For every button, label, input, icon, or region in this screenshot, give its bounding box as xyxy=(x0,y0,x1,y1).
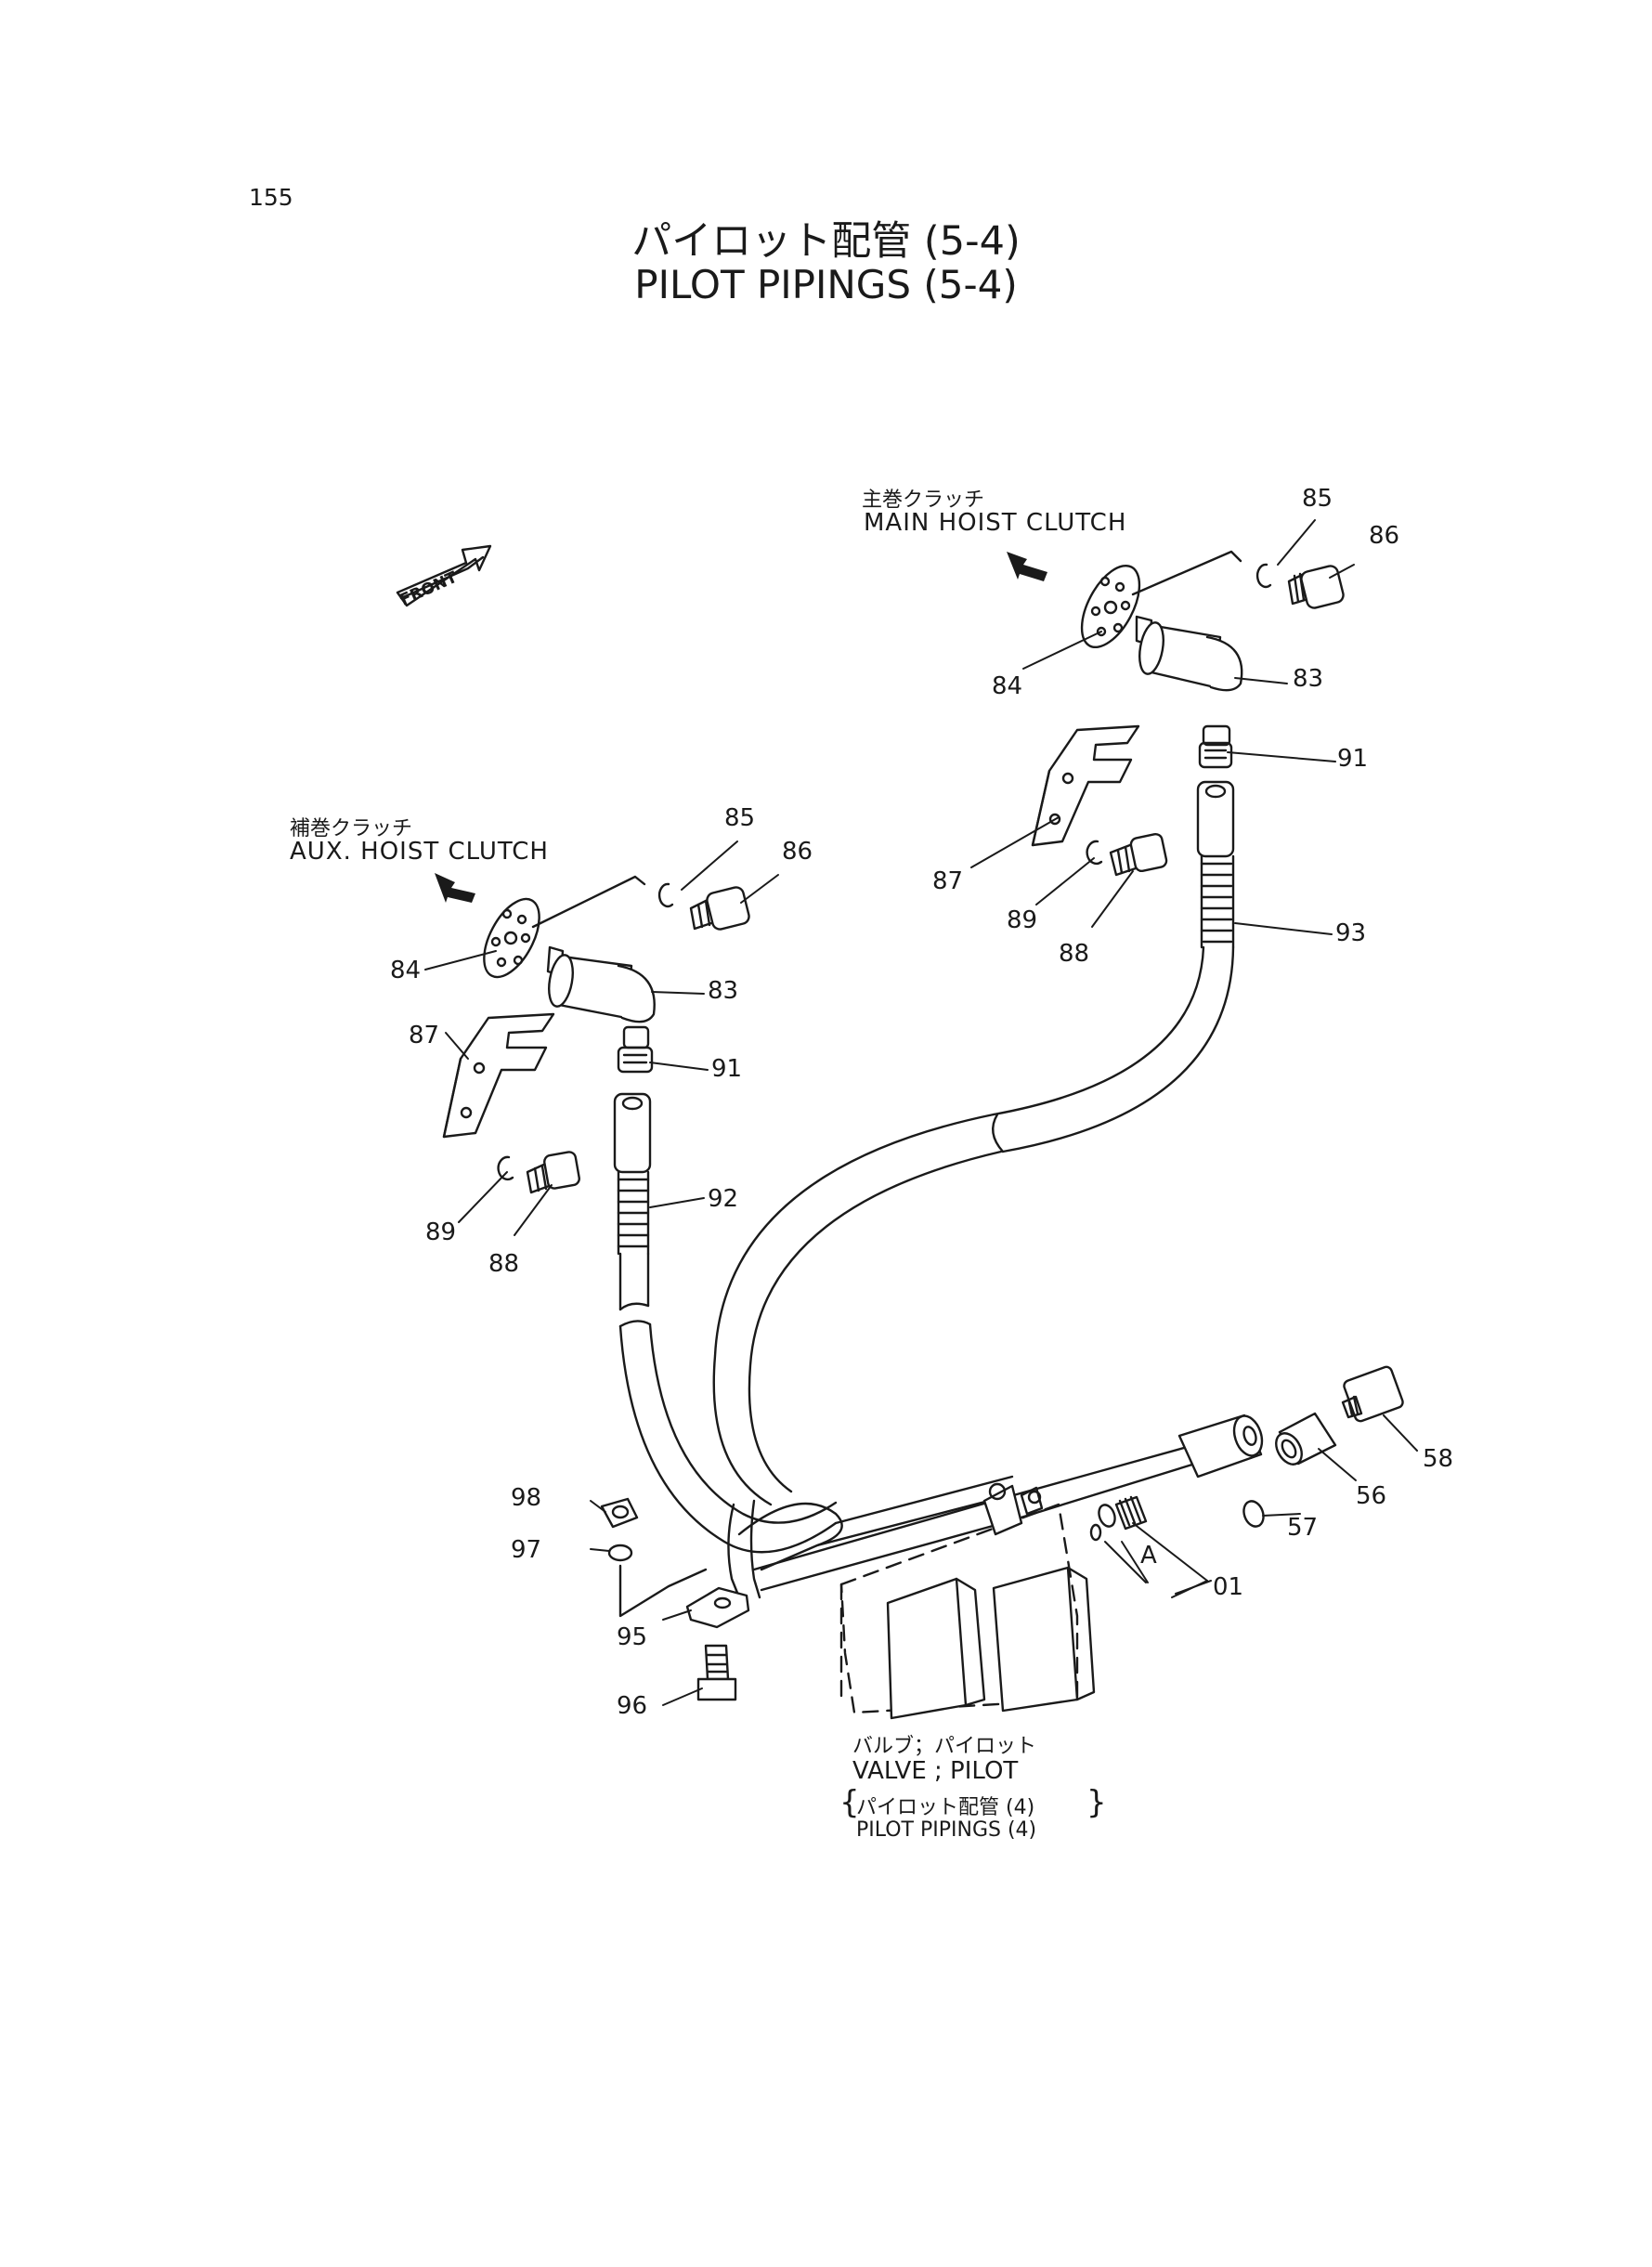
main-fitting-91 xyxy=(1198,724,1233,769)
main-hose-93-upper-b xyxy=(1001,945,1235,1153)
main-hose-93-upper xyxy=(992,945,1205,1116)
part-number-label: 56 xyxy=(1356,1482,1387,1510)
front-arrow-marker: FRONT xyxy=(396,544,492,610)
part-number-label: 58 xyxy=(1423,1445,1454,1473)
main-hoist-direction-arrow xyxy=(1007,552,1047,581)
part-number-label: 86 xyxy=(782,838,813,866)
main-bolt-88 xyxy=(1109,832,1168,877)
main-clip-85 xyxy=(1255,563,1272,589)
part-number-label: 87 xyxy=(932,867,964,895)
main-plate-84 xyxy=(1080,564,1141,649)
fastener-guide-line xyxy=(618,1564,708,1618)
aux-cylinder-83 xyxy=(546,945,656,1023)
page-number: 155 xyxy=(249,184,293,211)
ref-bracket-left: { xyxy=(839,1784,860,1821)
main-bolt-86 xyxy=(1287,565,1345,609)
part-number-label: 89 xyxy=(1007,906,1038,934)
aux-hose-92-upper xyxy=(618,1252,650,1311)
bolt-96 xyxy=(696,1644,737,1701)
aux-bolt-88 xyxy=(526,1151,580,1194)
part-number-label: 84 xyxy=(992,672,1023,700)
part-number-label: 92 xyxy=(708,1185,739,1213)
part-number-label: 95 xyxy=(617,1623,648,1651)
main-bracket-87 xyxy=(1031,724,1140,847)
part-number-label: 86 xyxy=(1369,522,1400,550)
adapter-01 xyxy=(1098,1495,1148,1531)
part-number-label: 84 xyxy=(390,957,422,984)
main-washer-89 xyxy=(1086,840,1103,866)
front-label: FRONT xyxy=(397,568,461,610)
valve-pilot-label-jp: バルブ；パイロット xyxy=(852,1735,1037,1758)
hose-end-coupler xyxy=(1177,1414,1264,1479)
pilot-valve-body xyxy=(839,1482,1096,1720)
aux-hoist-clutch-label-jp: 補巻クラッチ xyxy=(290,817,413,840)
part-number-label: 01 xyxy=(1213,1573,1244,1601)
mount-bracket-group xyxy=(600,1497,750,1701)
nut-98 xyxy=(600,1497,639,1529)
valve-ref-label-en: PILOT PIPINGS (4) xyxy=(856,1818,1037,1842)
aux-plate-84 xyxy=(483,897,540,979)
main-hoist-clutch-label-jp: 主巻クラッチ xyxy=(862,489,985,512)
part-number-label: 89 xyxy=(425,1218,457,1246)
part-number-label: 85 xyxy=(1302,485,1333,513)
leader-lines xyxy=(424,519,1418,1706)
main-hoist-clutch-assembly xyxy=(992,550,1345,1153)
aux-bracket-87 xyxy=(442,1012,555,1139)
part-number-label: 88 xyxy=(1059,940,1090,968)
aux-fitting-91 xyxy=(617,1025,654,1074)
part-number-label: 98 xyxy=(511,1484,542,1512)
main-clip-wire xyxy=(1131,550,1242,596)
aux-washer-89 xyxy=(497,1155,514,1181)
aux-hoist-clutch-label-en: AUX. HOIST CLUTCH xyxy=(290,838,549,866)
main-hose-fitting-93 xyxy=(1196,780,1235,949)
aux-hoist-clutch-assembly xyxy=(435,873,750,1328)
part-number-label: 91 xyxy=(1337,745,1369,773)
page-title-en: PILOT PIPINGS (5-4) xyxy=(634,262,1018,307)
main-hoist-clutch-label-en: MAIN HOIST CLUTCH xyxy=(864,509,1127,537)
ref-bracket-right: } xyxy=(1086,1784,1107,1821)
part-number-label: 83 xyxy=(708,977,739,1005)
page-title-jp: パイロット配管 (5-4) xyxy=(631,218,1021,265)
aux-bolt-86 xyxy=(689,886,750,931)
o-ring-57 xyxy=(1242,1500,1265,1528)
valve-side-fittings xyxy=(1089,1365,1404,1542)
part-number-label: 93 xyxy=(1335,919,1367,947)
fitting-56 xyxy=(1275,1412,1337,1466)
aux-clip-wire xyxy=(531,875,646,929)
main-cylinder-83 xyxy=(1135,615,1243,692)
bracket-95 xyxy=(685,1586,750,1629)
aux-hose-fitting-92 xyxy=(613,1092,652,1256)
fitting-58 xyxy=(1341,1365,1404,1423)
part-number-label: 91 xyxy=(711,1055,743,1083)
part-number-label: 57 xyxy=(1287,1514,1319,1542)
part-number-label: 87 xyxy=(409,1022,440,1049)
small-o-ring xyxy=(1089,1523,1102,1542)
part-number-label: 85 xyxy=(724,804,756,832)
part-number-label: 96 xyxy=(617,1692,648,1720)
washer-97 xyxy=(607,1544,633,1562)
valve-pilot-label-en: VALVE ; PILOT xyxy=(852,1757,1019,1785)
aux-clip-85 xyxy=(657,882,674,908)
valve-ref-label-jp: パイロット配管 (4) xyxy=(856,1796,1035,1819)
part-number-label: 97 xyxy=(511,1536,542,1564)
part-number-label: 83 xyxy=(1293,665,1324,693)
part-number-label: 88 xyxy=(488,1250,520,1278)
reference-letter-a: A xyxy=(1140,1542,1157,1570)
aux-hoist-direction-arrow xyxy=(435,873,475,903)
